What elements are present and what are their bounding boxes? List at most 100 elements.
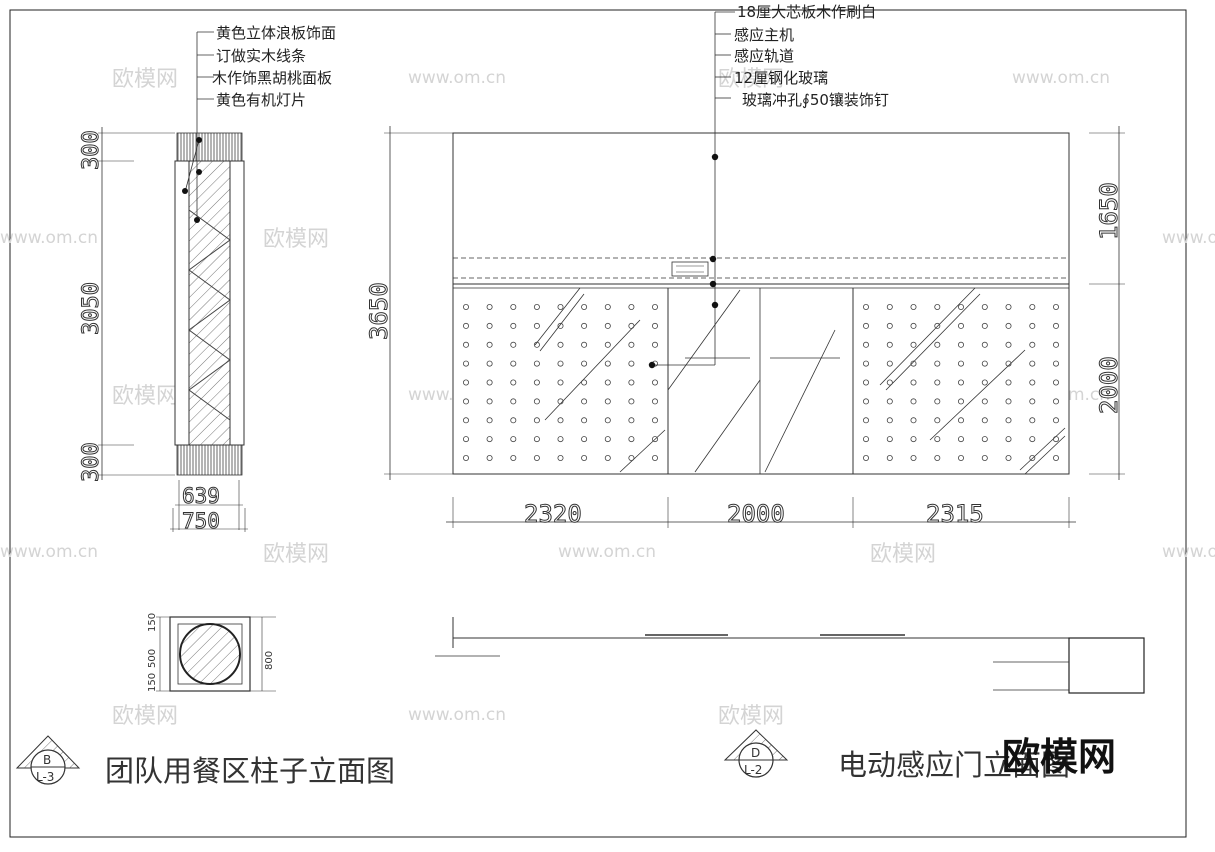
- perforation-dot: [1029, 341, 1036, 348]
- annotation-glass-studs: 玻璃冲孔∮50镶装饰钉: [742, 91, 889, 109]
- perforation-dot: [604, 379, 611, 386]
- annotation-sensor-host: 感应主机: [734, 26, 794, 44]
- perforation-dot: [486, 322, 493, 329]
- annotation-acrylic-light: 黄色有机灯片: [216, 91, 306, 109]
- perforation-dot: [652, 341, 659, 348]
- perforation-dot: [557, 436, 564, 443]
- perforation-dot: [910, 341, 917, 348]
- perforation-dot: [557, 322, 564, 329]
- perforation-dot: [863, 417, 870, 424]
- perforation-dot: [934, 398, 941, 405]
- perforation-dot: [557, 341, 564, 348]
- annotation-sensor-track: 感应轨道: [734, 47, 794, 65]
- corner-brand-watermark: 欧模网: [1002, 735, 1116, 779]
- sheet-frame: [9, 9, 1187, 838]
- perforation-dot: [628, 379, 635, 386]
- perforation-dot: [863, 379, 870, 386]
- perforation-dot: [910, 360, 917, 367]
- perforation-dot: [581, 436, 588, 443]
- perforation-dot: [958, 322, 965, 329]
- perforation-dot: [934, 303, 941, 310]
- perforation-dot: [557, 360, 564, 367]
- watermark-site: www.om.cn: [1012, 68, 1110, 88]
- perforation-dot: [510, 360, 517, 367]
- perforation-dot: [652, 322, 659, 329]
- perforation-dot: [863, 322, 870, 329]
- dim-column-top: 300: [79, 130, 104, 170]
- annotation-wood-trim: 订做实木线条: [216, 47, 306, 65]
- perforation-dot: [486, 398, 493, 405]
- dim-column-height: 3050: [79, 282, 104, 335]
- perforation-dot: [1005, 360, 1012, 367]
- perforation-dot: [604, 417, 611, 424]
- perforation-dot: [581, 398, 588, 405]
- perforation-dot: [486, 341, 493, 348]
- perforation-dot: [863, 454, 870, 461]
- perforation-dot: [604, 341, 611, 348]
- watermark-site: www.om.cn: [0, 542, 98, 562]
- perforation-dot: [910, 417, 917, 424]
- perforation-dot: [1053, 417, 1060, 424]
- perforation-dot: [1005, 398, 1012, 405]
- perforation-dot: [958, 360, 965, 367]
- dim-column-bottom: 300: [79, 442, 104, 482]
- perforation-dot: [510, 454, 517, 461]
- perforation-dot: [628, 360, 635, 367]
- perforation-dot: [886, 454, 893, 461]
- perforation-dot: [604, 322, 611, 329]
- perforation-dot: [934, 341, 941, 348]
- dim-panel-left: 2320: [524, 500, 582, 528]
- perforation-dot: [934, 436, 941, 443]
- perforation-dot: [1029, 322, 1036, 329]
- perforation-dot: [462, 341, 469, 348]
- perforation-dot: [628, 322, 635, 329]
- perforation-dot: [628, 398, 635, 405]
- perforation-dot: [1005, 379, 1012, 386]
- perforation-dot: [652, 303, 659, 310]
- perforation-dot: [958, 398, 965, 405]
- perforation-dot: [628, 417, 635, 424]
- symbol-letter: B: [43, 753, 51, 767]
- perforation-dot: [510, 379, 517, 386]
- perforation-dot: [628, 454, 635, 461]
- perforation-dot: [533, 360, 540, 367]
- perforation-dot: [981, 417, 988, 424]
- symbol-ref: L-2: [744, 763, 762, 777]
- perforation-dot: [1005, 436, 1012, 443]
- column-elevation: 黄色立体浪板饰面 订做实木线条 木作饰黑胡桃面板 黄色有机灯片 300 3050…: [79, 24, 337, 534]
- door-drawing-title: 电动感应门立面图: [838, 748, 1070, 782]
- perforation-dot: [462, 436, 469, 443]
- annotation-tempered-glass: 12厘钢化玻璃: [734, 69, 828, 87]
- section-symbol-b: B L-3: [15, 735, 81, 785]
- perforation-dot: [1029, 454, 1036, 461]
- perforation-dot: [533, 436, 540, 443]
- perforation-dot: [934, 322, 941, 329]
- watermark-brand: 欧模网: [112, 704, 178, 729]
- column-cap-bottom: [176, 444, 243, 476]
- watermark-brand: 欧模网: [718, 67, 784, 92]
- perforation-dot: [1053, 436, 1060, 443]
- glass-perforation-dots: [462, 303, 1060, 461]
- perforation-dot: [863, 360, 870, 367]
- perforation-dot: [604, 436, 611, 443]
- perforation-dot: [863, 341, 870, 348]
- perforation-dot: [1029, 398, 1036, 405]
- perforation-dot: [462, 322, 469, 329]
- perforation-dot: [462, 398, 469, 405]
- column-cap-top: [176, 132, 243, 162]
- perforation-dot: [557, 398, 564, 405]
- perforation-dot: [886, 322, 893, 329]
- dim-door-transom: 1650: [1095, 182, 1123, 240]
- perforation-dot: [533, 454, 540, 461]
- perforation-dot: [510, 398, 517, 405]
- perforation-dot: [533, 341, 540, 348]
- perforation-dot: [863, 303, 870, 310]
- perforation-dot: [958, 454, 965, 461]
- perforation-dot: [1029, 379, 1036, 386]
- dim-door-leaf: 2000: [1095, 356, 1123, 414]
- perforation-dot: [581, 341, 588, 348]
- perforation-dot: [886, 303, 893, 310]
- perforation-dot: [981, 454, 988, 461]
- perforation-dot: [462, 360, 469, 367]
- perforation-dot: [981, 341, 988, 348]
